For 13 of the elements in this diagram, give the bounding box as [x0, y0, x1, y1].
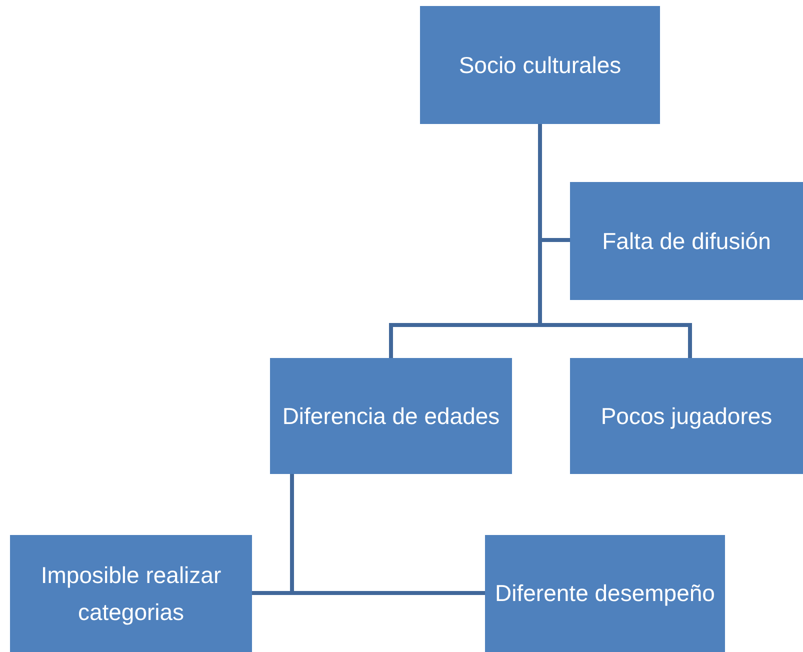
box-label: Socio culturales — [458, 50, 622, 80]
process-box — [420, 6, 660, 124]
box-label: Diferencia de edades — [282, 402, 500, 431]
process-box — [10, 535, 252, 652]
process-box — [570, 358, 803, 474]
connector-line — [290, 474, 485, 595]
box-label: Falta de difusión — [602, 226, 771, 256]
process-box — [270, 358, 512, 474]
box-label: Pocos jugadores — [600, 402, 772, 431]
box-label: Imposible realizar categorias — [40, 560, 222, 627]
box-label: Diferente desempeño — [495, 579, 715, 608]
process-box — [570, 182, 803, 300]
process-box — [485, 535, 725, 652]
